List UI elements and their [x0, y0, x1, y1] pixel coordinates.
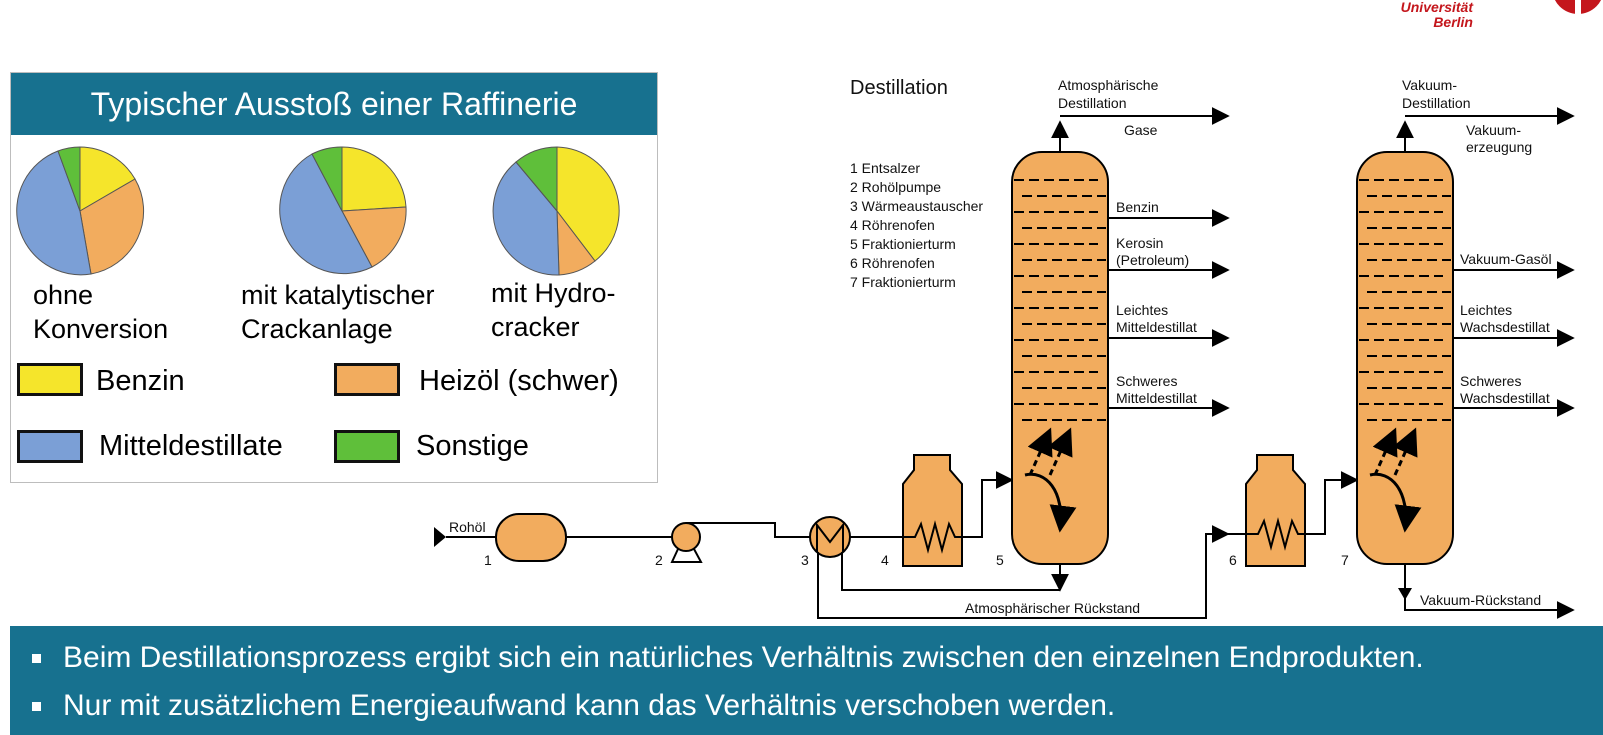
column-1-title-line1: Atmosphärische	[1058, 77, 1159, 93]
product-kerosin-line2: (Petroleum)	[1116, 252, 1189, 268]
summary-footer: Beim Destillationsprozess ergibt sich ei…	[10, 626, 1603, 735]
legend-label-mitteldestillate: Mitteldestillate	[99, 430, 283, 462]
step-5: 5 Fraktionierturm	[850, 236, 956, 252]
number-5: 5	[996, 552, 1004, 568]
product-kerosin-line1: Kerosin	[1116, 235, 1163, 251]
pie-slice-sonstige	[57, 146, 81, 212]
step-7: 7 Fraktionierturm	[850, 274, 956, 290]
number-7: 7	[1341, 552, 1349, 568]
pie-label-hydrocracker: mit Hydro- cracker	[491, 278, 616, 342]
product-vakuum-gasoel: Vakuum-Gasöl	[1460, 251, 1552, 267]
product-schweres-line2: Mitteldestillat	[1116, 390, 1197, 406]
furnace-2	[1245, 454, 1306, 567]
legend-swatch-mitteldestillate	[17, 430, 83, 463]
input-label: Rohöl	[449, 519, 486, 535]
pie-slice-benzin	[556, 146, 620, 262]
university-logo: Universität Berlin	[1373, 0, 1603, 30]
column-2-title-line1: Vakuum-	[1402, 77, 1457, 93]
legend-label-heizoel: Heizöl (schwer)	[419, 365, 619, 397]
column-1-gas-label: Gase	[1124, 122, 1158, 138]
bullet-square-icon	[32, 701, 41, 711]
pump-icon	[671, 522, 701, 552]
step-3: 3 Wärmeaustauscher	[850, 198, 983, 214]
number-4: 4	[881, 552, 889, 568]
logo-mark-icon	[1554, 0, 1602, 15]
logo-line1: Universität	[1400, 0, 1473, 15]
pie-slice-heizoel	[341, 206, 407, 268]
step-1: 1 Entsalzer	[850, 160, 920, 176]
bullet-square-icon	[32, 653, 41, 663]
refinery-output-panel: Typischer Ausstoß einer Raffinerie ohne …	[10, 72, 658, 483]
logo-line2: Berlin	[1433, 14, 1473, 30]
legend-label-sonstige: Sonstige	[416, 430, 529, 462]
pie-slice-mitteldestillate	[279, 153, 373, 275]
step-6: 6 Röhrenofen	[850, 255, 935, 271]
furnace-1	[902, 454, 963, 567]
footer-bullet-1: Beim Destillationsprozess ergibt sich ei…	[10, 634, 1603, 682]
input-arrow-icon	[434, 527, 446, 547]
pie-slice-mitteldestillate	[492, 161, 560, 276]
product-leichtes-line2: Mitteldestillat	[1116, 319, 1197, 335]
legend-swatch-heizoel	[334, 363, 400, 396]
number-6: 6	[1229, 552, 1237, 568]
pie-slice-heizoel	[79, 178, 145, 275]
pie-label-without-conversion: ohne Konversion	[33, 280, 169, 344]
pie-chart-hydrocracker	[492, 146, 620, 276]
product-leichtes-wachs-line1: Leichtes	[1460, 302, 1512, 318]
pie-chart-catalytic-cracking	[279, 146, 407, 275]
column-2-top-line1: Vakuum-	[1466, 122, 1521, 138]
number-2: 2	[655, 552, 663, 568]
step-list: 1 Entsalzer 2 Rohölpumpe 3 Wärmeaustausc…	[850, 160, 983, 290]
desalter-vessel	[495, 513, 567, 562]
product-schweres-wachs-line2: Wachsdestillat	[1460, 390, 1550, 406]
vacuum-residue-label: Vakuum-Rückstand	[1420, 592, 1541, 608]
product-leichtes-line1: Leichtes	[1116, 302, 1168, 318]
pie-label-catalytic-cracking: mit katalytischer Crackanlage	[241, 280, 435, 344]
number-3: 3	[801, 552, 809, 568]
column-2-top-line2: erzeugung	[1466, 139, 1532, 155]
legend-swatch-sonstige	[334, 430, 400, 463]
pie-slice-benzin	[341, 146, 407, 212]
distillation-process-diagram: Destillation 1 Entsalzer 2 Rohölpumpe 3 …	[434, 77, 1575, 619]
pie-slice-sonstige	[311, 146, 343, 212]
legend-label-benzin: Benzin	[96, 365, 185, 397]
pie-slice-mitteldestillate	[16, 150, 92, 276]
product-schweres-line1: Schweres	[1116, 373, 1177, 389]
footer-bullet-1-text: Beim Destillationsprozess ergibt sich ei…	[63, 641, 1424, 674]
number-1: 1	[484, 552, 492, 568]
step-2: 2 Rohölpumpe	[850, 179, 941, 195]
step-4: 4 Röhrenofen	[850, 217, 935, 233]
pie-slice-sonstige	[515, 146, 558, 213]
product-leichtes-wachs-line2: Wachsdestillat	[1460, 319, 1550, 335]
legend-swatch-benzin	[17, 363, 83, 396]
product-benzin: Benzin	[1116, 199, 1159, 215]
diagram-title: Destillation	[850, 77, 948, 99]
panel-title: Typischer Ausstoß einer Raffinerie	[11, 73, 657, 135]
column-1-title-line2: Destillation	[1058, 95, 1126, 111]
footer-bullet-2: Nur mit zusätzlichem Energieaufwand kann…	[10, 682, 1603, 730]
product-schweres-wachs-line1: Schweres	[1460, 373, 1521, 389]
atmospheric-residue-label: Atmosphärischer Rückstand	[965, 600, 1140, 616]
footer-bullet-2-text: Nur mit zusätzlichem Energieaufwand kann…	[63, 689, 1116, 722]
column-2-title-line2: Destillation	[1402, 95, 1470, 111]
logo-text: Universität Berlin	[1401, 0, 1473, 30]
pie-slice-benzin	[79, 146, 136, 212]
pie-chart-without-conversion	[16, 146, 145, 276]
